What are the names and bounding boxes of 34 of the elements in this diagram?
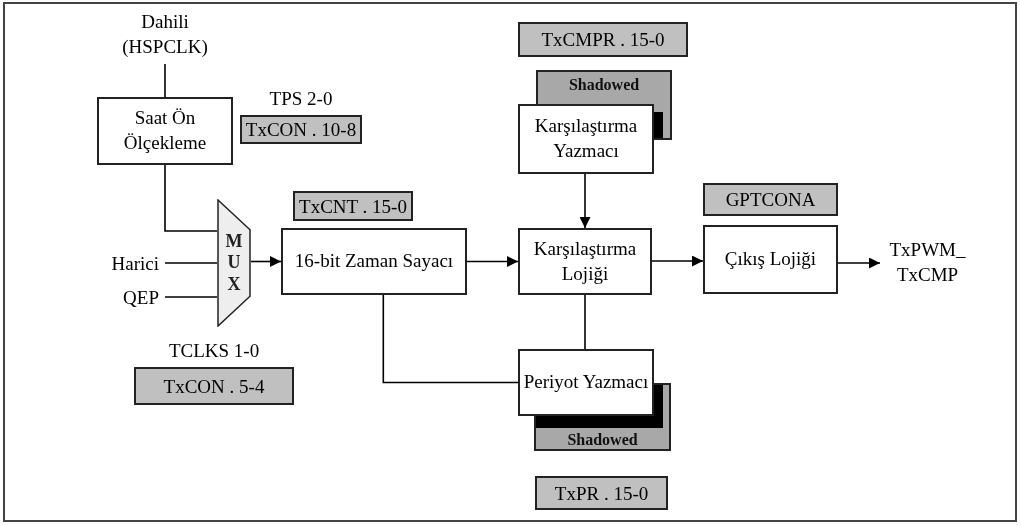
arrow: [651, 255, 704, 267]
arrow: [466, 256, 519, 267]
multiplexer-label: M U X: [225, 230, 243, 296]
register-box: TxCMPR . 15-0: [518, 22, 688, 57]
signal-label: QEP: [123, 287, 159, 307]
connector-line: [164, 164, 218, 232]
register-field-label: TPS 2-0: [269, 87, 333, 111]
register-box: TxCON . 5-4: [134, 367, 294, 405]
shadow-register-box: [534, 416, 671, 451]
arrow: [250, 256, 282, 267]
arrow: [837, 257, 881, 269]
connector-line: [164, 262, 218, 264]
block-box: Çıkış Lojiği: [703, 225, 838, 294]
connector-line: [584, 294, 586, 350]
shadow-label: Shadowed: [567, 432, 638, 448]
register-field-label: TCLKS 1-0: [168, 339, 260, 363]
shadow-label: Shadowed: [568, 77, 640, 93]
block-box: Periyot Yazmacı: [518, 349, 654, 416]
signal-label: Harici: [111, 253, 159, 273]
connector-line: [382, 294, 519, 384]
register-box: TxCON . 10-8: [240, 115, 362, 144]
connector-line: [164, 63, 166, 98]
register-box: TxPR . 15-0: [535, 476, 668, 510]
shadow-register-box: [536, 70, 672, 104]
block-box: 16-bit Zaman Sayacı: [281, 228, 467, 295]
connector-line: [164, 296, 218, 298]
block-box: Karşılaştırma Yazmacı: [518, 104, 654, 174]
register-box: TxCNT . 15-0: [293, 191, 413, 221]
register-box: GPTCONA: [703, 183, 838, 216]
block-box: Saat Ön Ölçekleme: [97, 97, 233, 165]
signal-label: TxPWM_ TxCMP: [888, 238, 967, 287]
arrow: [579, 173, 591, 229]
block-box: Karşılaştırma Lojiği: [518, 228, 652, 295]
signal-label: Dahili (HSPCLK): [121, 10, 209, 59]
